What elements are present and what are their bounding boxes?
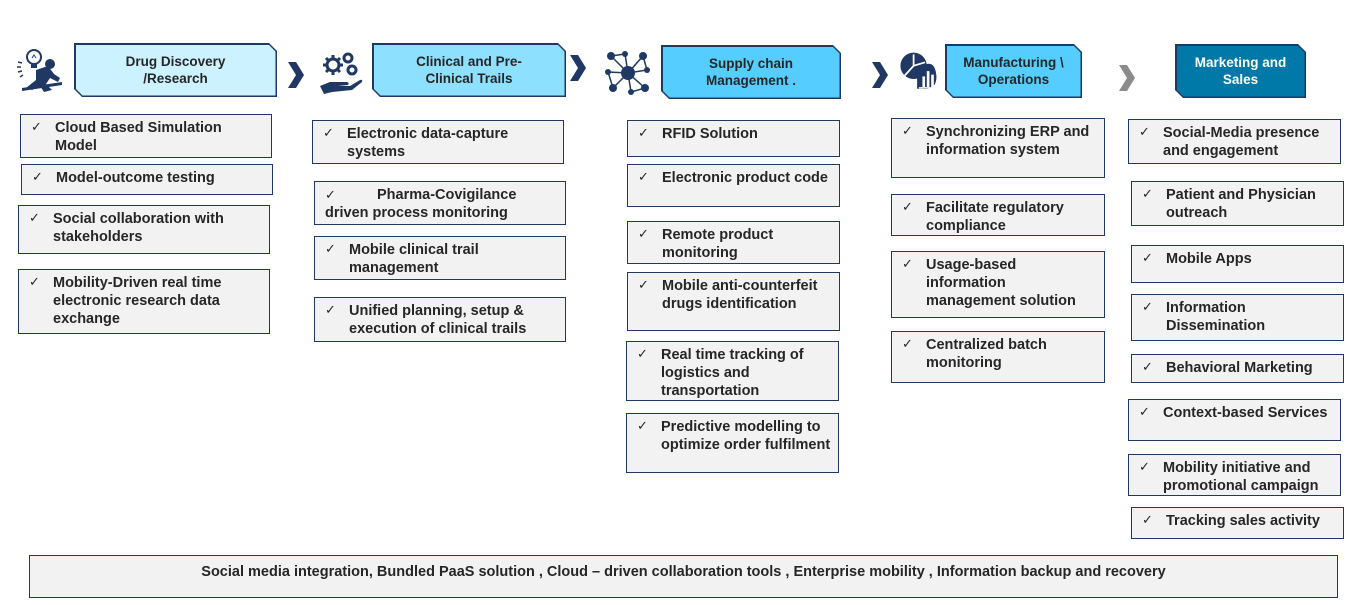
idea-bulb-runner-icon — [17, 49, 62, 92]
feature-item: ✓ Social collaboration with stakeholders — [18, 205, 270, 254]
feature-item: ✓ Behavioral Marketing — [1131, 354, 1344, 383]
check-icon: ✓ — [1139, 404, 1150, 419]
common-technologies-footer: Social media integration, Bundled PaaS s… — [29, 555, 1338, 598]
feature-item: ✓ Unified planning, setup & execution of… — [314, 297, 566, 342]
check-icon: ✓ — [1142, 359, 1153, 374]
check-icon: ✓ — [637, 346, 648, 361]
footer-text: Social media integration, Bundled PaaS s… — [201, 564, 1166, 580]
check-icon: ✓ — [31, 119, 42, 134]
stage-title: Clinical and Pre- Clinical Trails — [416, 54, 522, 86]
feature-item: ✓ Context-based Services — [1128, 399, 1341, 441]
feature-item: ✓ Mobility initiative and promotional ca… — [1128, 454, 1341, 496]
feature-item: ✓ RFID Solution — [627, 120, 840, 157]
stage-header-clinical-trails: Clinical and Pre- Clinical Trails — [372, 43, 566, 97]
chevron-right-icon — [872, 62, 888, 88]
chevron-right-icon — [570, 55, 586, 81]
gears-hand-icon — [320, 52, 363, 94]
network-nodes-icon — [605, 51, 650, 95]
check-icon: ✓ — [29, 274, 40, 289]
feature-item: ✓ Model-outcome testing — [21, 164, 273, 195]
check-icon: ✓ — [29, 210, 40, 225]
feature-item: ✓ Mobility-Driven real time electronic r… — [18, 269, 270, 334]
feature-item: ✓ Patient and Physician outreach — [1131, 181, 1344, 226]
feature-item: ✓ Social-Media presence and engagement — [1128, 119, 1341, 164]
chevron-right-icon — [1119, 65, 1135, 91]
feature-item: ✓ Centralized batch monitoring — [891, 331, 1105, 383]
check-icon: ✓ — [32, 169, 43, 184]
stage-title: Manufacturing \ Operations — [963, 55, 1064, 87]
feature-item: ✓ Tracking sales activity — [1131, 507, 1344, 539]
check-icon: ✓ — [638, 277, 649, 292]
check-icon: ✓ — [325, 241, 336, 256]
stage-header-supply-chain: Supply chain Management . — [661, 45, 841, 99]
feature-item: ✓ Facilitate regulatory compliance — [891, 194, 1105, 236]
feature-item: ✓ Predictive modelling to optimize order… — [626, 413, 839, 473]
analytics-chart-icon — [900, 52, 937, 89]
check-icon: ✓ — [1142, 512, 1153, 527]
check-icon: ✓ — [637, 418, 648, 433]
check-icon: ✓ — [1139, 124, 1150, 139]
check-icon: ✓ — [1139, 459, 1150, 474]
check-icon: ✓ — [638, 125, 649, 140]
stage-title: Marketing and Sales — [1194, 55, 1287, 87]
feature-item: ✓ Mobile anti-counterfeit drugs identifi… — [627, 272, 840, 331]
check-icon: ✓ — [902, 256, 913, 271]
feature-item: ✓ Synchronizing ERP and information syst… — [891, 118, 1105, 178]
check-icon: ✓ — [902, 123, 913, 138]
check-icon: ✓ — [1142, 250, 1153, 265]
check-icon: ✓ — [323, 125, 334, 140]
check-icon: ✓ — [902, 199, 913, 214]
check-icon: ✓ — [1142, 299, 1153, 314]
check-icon: ✓ — [638, 169, 649, 184]
stage-header-marketing-sales: Marketing and Sales — [1175, 44, 1306, 98]
feature-item: ✓ Cloud Based Simulation Model — [20, 114, 272, 158]
feature-item: ✓ Electronic data-capture systems — [312, 120, 564, 164]
feature-item: ✓ Electronic product code — [627, 164, 840, 207]
check-icon: ✓ — [1142, 186, 1153, 201]
feature-item: ✓ Mobile clinical trail management — [314, 236, 566, 280]
feature-item: ✓ Information Dissemination — [1131, 294, 1344, 341]
check-icon: ✓ — [325, 302, 336, 317]
check-icon: ✓ — [638, 226, 649, 241]
feature-item: ✓ Mobile Apps — [1131, 245, 1344, 283]
chevron-right-icon — [288, 62, 304, 88]
feature-item: ✓Pharma-Covigilance driven process monit… — [314, 181, 566, 225]
check-icon: ✓ — [902, 336, 913, 351]
feature-item: ✓ Usage-based information management sol… — [891, 251, 1105, 318]
stage-header-manufacturing: Manufacturing \ Operations — [945, 44, 1082, 98]
stage-header-drug-discovery: Drug Discovery /Research — [74, 43, 277, 97]
stage-title: Drug Discovery /Research — [125, 54, 226, 86]
check-icon: ✓ — [325, 187, 336, 202]
stage-title: Supply chain Management . — [705, 56, 797, 88]
feature-item: ✓ Remote product monitoring — [627, 221, 840, 264]
feature-item: ✓ Real time tracking of logistics and tr… — [626, 341, 839, 401]
